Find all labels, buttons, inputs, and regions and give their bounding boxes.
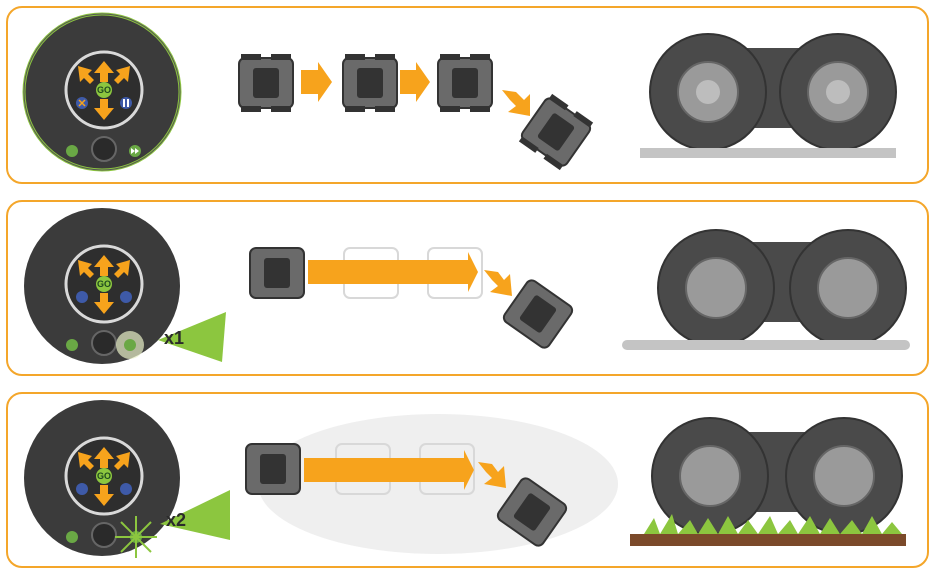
wheels-gravel: [622, 229, 910, 350]
robot-sequence: [238, 54, 594, 171]
go-label: GO: [97, 279, 111, 289]
robot: [238, 54, 294, 112]
dpad-arrows-icon: [78, 447, 130, 506]
row-normal-speed: GO: [6, 6, 929, 184]
dust-cloud-icon: [258, 414, 618, 554]
arrow-long-icon: [308, 252, 478, 292]
robot-sequence: [245, 443, 568, 547]
robot-sequence: [249, 247, 574, 349]
program-button-icon: [66, 145, 78, 157]
dpad-arrows-icon: [78, 255, 130, 314]
robot: [342, 54, 398, 112]
pointer-arrow-icon: [160, 490, 230, 540]
fast-forward-button-icon: [124, 339, 136, 351]
arrow-right-icon: [400, 62, 430, 102]
go-label: GO: [97, 85, 111, 95]
dpad-arrows-icon: [78, 61, 130, 120]
robot: [437, 54, 493, 112]
pause-button-icon: [120, 97, 132, 109]
arrow-curve-icon: [484, 270, 512, 296]
ground-soil: [630, 534, 906, 546]
arrow-right-icon: [301, 62, 332, 102]
row-1-illustration: GO: [22, 12, 897, 172]
row-turbo-speed: GO x2: [6, 392, 929, 568]
remote-control: GO: [24, 208, 180, 364]
row-3-illustration: GO x2: [24, 400, 906, 558]
ground-smooth: [640, 148, 896, 158]
remote-control: GO: [24, 400, 180, 558]
remote-control: GO: [22, 12, 182, 172]
wheels-grass: [630, 417, 906, 546]
arrow-long-icon: [304, 450, 474, 490]
press-flash-icon: [115, 516, 157, 558]
grass-icon: [644, 514, 902, 534]
arrow-curve-icon: [502, 90, 530, 116]
row-fast-speed: GO x1: [6, 200, 929, 376]
go-label: GO: [97, 471, 111, 481]
multiplier-label: x2: [166, 510, 186, 530]
wheels-smooth-floor: [640, 33, 897, 158]
arrow-curve-icon: [478, 462, 506, 488]
robot-turning: [518, 93, 594, 171]
row-2-illustration: GO x1: [24, 208, 910, 364]
ground-gravel: [622, 340, 910, 350]
pointer-arrow-icon: [158, 312, 226, 362]
go-button-icon: [96, 82, 112, 98]
multiplier-label: x1: [164, 328, 184, 348]
